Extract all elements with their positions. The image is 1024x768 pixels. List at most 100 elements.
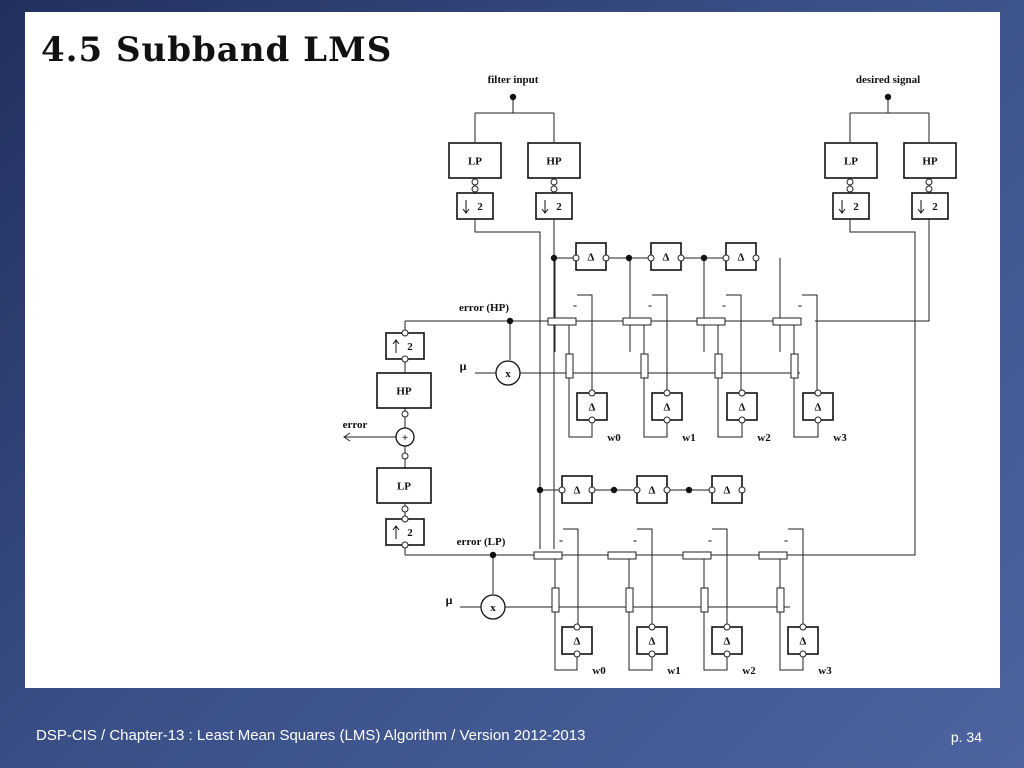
error-hp-node [506, 317, 514, 325]
desired-signal-node [884, 93, 892, 101]
delay-box [711, 475, 743, 504]
delay-box [725, 242, 757, 271]
downsample-label: 2 [932, 201, 938, 213]
port-circle [647, 254, 655, 262]
analysis-hp-box [527, 142, 581, 179]
junction-dot [700, 254, 708, 262]
summing-bar [682, 551, 712, 560]
mu-hp-label: μ [460, 359, 467, 373]
port-circle [648, 623, 656, 631]
upsample-label: 2 [407, 341, 413, 353]
multiplier-node [480, 594, 506, 620]
port-circle [471, 178, 479, 186]
delay-box-label: Δ [663, 252, 670, 264]
delay-box-label: Δ [588, 252, 595, 264]
signal-wire [568, 378, 593, 438]
port-circle [471, 185, 479, 193]
port-circle [401, 505, 409, 513]
port-circle [588, 486, 596, 494]
minus-sign-label: - [722, 298, 726, 312]
signal-wire [554, 612, 578, 671]
port-circle [401, 410, 409, 418]
delay-box [636, 475, 668, 504]
minus-sign-label: - [798, 298, 802, 312]
port-circle [925, 178, 933, 186]
summing-bar [622, 317, 652, 326]
summing-bar [607, 551, 637, 560]
port-circle [550, 185, 558, 193]
signal-wire [800, 219, 916, 556]
signal-wire [703, 612, 728, 671]
port-circle [558, 486, 566, 494]
weight-delay-box-label: Δ [664, 402, 671, 414]
port-circle [814, 416, 822, 424]
delay-box-label: Δ [574, 485, 581, 497]
signal-wire [793, 378, 819, 438]
multiplier-node-label: x [490, 602, 496, 614]
weight-label-lp: w3 [818, 665, 832, 677]
weight-label-lp: w0 [592, 665, 606, 677]
weight-delay-box-label: Δ [649, 636, 656, 648]
port-circle [708, 486, 716, 494]
arrowhead-icon [392, 339, 400, 345]
multiplier-bar [551, 587, 560, 613]
multiplier-bar [625, 587, 634, 613]
minus-sign-label: - [633, 533, 637, 547]
signal-wire [563, 528, 579, 625]
downsample-box [832, 192, 870, 220]
port-circle [722, 254, 730, 262]
synthesis-lp-box [376, 467, 432, 504]
delay-box-label: Δ [738, 252, 745, 264]
minus-sign-label: - [559, 533, 563, 547]
page-number: p. 34 [950, 729, 982, 745]
port-circle [663, 389, 671, 397]
summing-bar [533, 551, 563, 560]
port-circle [401, 515, 409, 523]
minus-sign-label: - [784, 533, 788, 547]
port-circle [401, 355, 409, 363]
downsample-label: 2 [556, 201, 562, 213]
port-circle [723, 623, 731, 631]
weight-delay-box-label: Δ [724, 636, 731, 648]
weight-delay-box-label: Δ [800, 636, 807, 648]
delay-box [650, 242, 682, 271]
port-circle [572, 254, 580, 262]
port-circle [648, 650, 656, 658]
delay-box-label: Δ [649, 485, 656, 497]
port-circle [738, 416, 746, 424]
port-circle [401, 541, 409, 549]
multiplier-node [495, 360, 521, 386]
error-lp-label: error (LP) [457, 536, 506, 548]
minus-sign-label: - [708, 533, 712, 547]
downsample-box [535, 192, 573, 220]
signal-wire [717, 378, 743, 438]
junction-dot [550, 254, 558, 262]
weight-label-hp: w0 [607, 432, 621, 444]
port-circle [588, 416, 596, 424]
port-circle [677, 254, 685, 262]
weight-label-hp: w3 [833, 432, 847, 444]
arrowhead-icon [917, 208, 925, 214]
filter-input-label: filter input [488, 74, 539, 86]
port-circle [846, 185, 854, 193]
weight-delay-box-label: Δ [815, 402, 822, 414]
junction-dot [610, 486, 618, 494]
adder-node [395, 427, 415, 447]
downsample-label: 2 [853, 201, 859, 213]
multiplier-bar [640, 353, 649, 379]
weight-label-lp: w1 [667, 665, 680, 677]
port-circle [588, 389, 596, 397]
signal-wire [726, 294, 742, 392]
mu-lp-label: μ [446, 593, 453, 607]
junction-dot [536, 486, 544, 494]
port-circle [799, 650, 807, 658]
synthesis-hp-box-label: HP [396, 386, 412, 398]
signal-wire [712, 528, 728, 625]
error-hp-label: error (HP) [459, 302, 509, 314]
error-output-label: error [343, 419, 368, 431]
error-lp-node [489, 551, 497, 559]
port-circle [846, 178, 854, 186]
downsample-box [456, 192, 494, 220]
